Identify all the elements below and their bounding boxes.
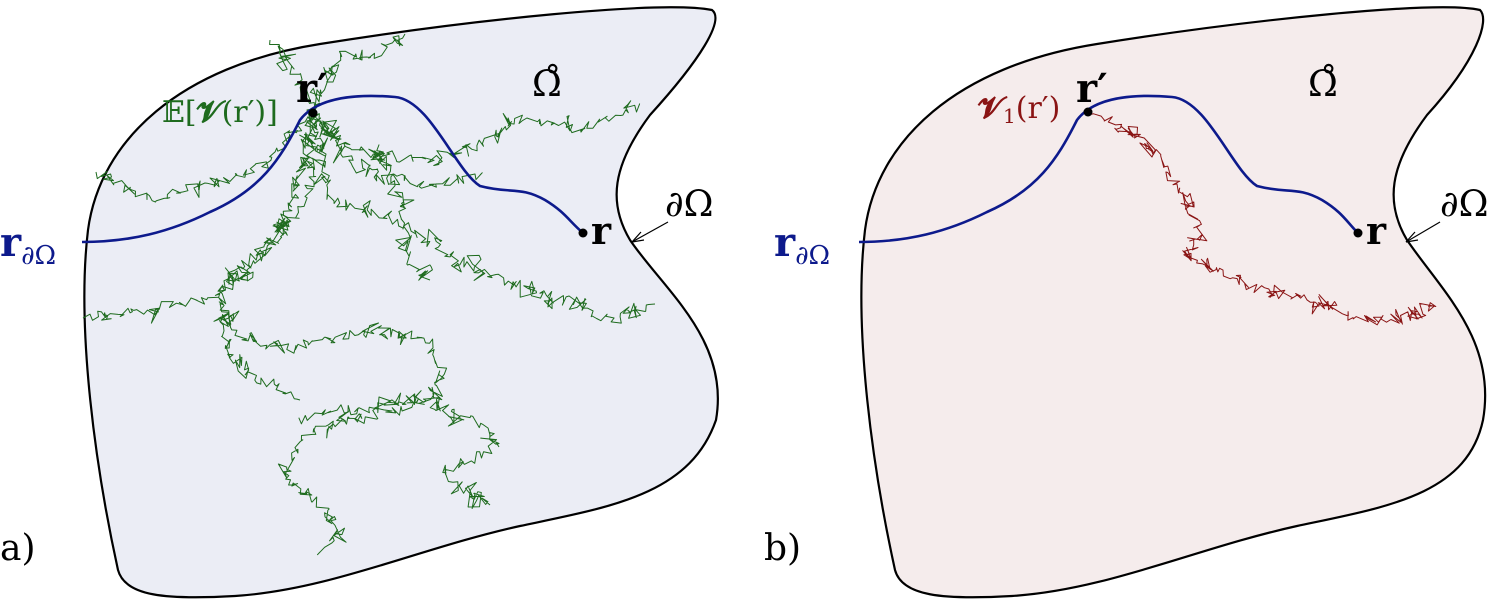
label-boundary-start: r∂Ω	[774, 219, 830, 271]
random-walks	[82, 33, 656, 556]
characteristic-path	[858, 94, 1358, 244]
label-estimate: 𝓥1(r′)	[977, 91, 1060, 128]
point-r	[578, 228, 588, 238]
label-r-prime: r′	[296, 65, 328, 112]
label-interior: Ω̊	[532, 64, 562, 105]
domain-region	[83, 6, 719, 599]
boundary-pointer	[1405, 221, 1441, 243]
random-walk-path	[310, 100, 641, 166]
label-boundary: ∂Ω	[665, 184, 713, 225]
boundary-pointer-head	[1405, 231, 1419, 243]
random-walk-path	[370, 144, 433, 281]
random-walk-path	[306, 109, 656, 324]
random-walk-path	[309, 33, 406, 113]
panel-b: r∂Ω r′ r Ω̊ ∂Ω 𝓥1(r′) b)	[764, 6, 1488, 599]
random-walk-path	[82, 113, 315, 324]
label-boundary-start: r∂Ω	[0, 219, 56, 271]
random-walk-path	[298, 390, 500, 509]
point-r	[1353, 228, 1363, 238]
random-walk	[1087, 109, 1437, 326]
random-walk-path	[217, 113, 448, 556]
characteristic-path	[81, 94, 583, 244]
label-r-prime: r′	[1076, 65, 1108, 112]
random-walk-path	[95, 108, 313, 203]
label-estimate: 𝔼[𝓥(r′)]	[162, 95, 278, 130]
boundary-pointer	[631, 221, 669, 243]
random-walk-path	[311, 113, 483, 189]
label-r: r	[1366, 208, 1387, 253]
point-r-prime	[308, 108, 318, 118]
random-walk-path	[213, 301, 301, 401]
random-walk-path	[1087, 109, 1437, 326]
point-r-prime	[1083, 107, 1093, 117]
panel-label-b: b)	[764, 528, 801, 569]
random-walk-path	[269, 39, 316, 117]
domain-region	[860, 6, 1487, 599]
label-r: r	[591, 208, 612, 253]
boundary-pointer-head	[631, 231, 645, 243]
label-interior: Ω̊	[1308, 64, 1338, 105]
label-boundary: ∂Ω	[1440, 184, 1488, 225]
panel-label-a: a)	[0, 528, 36, 569]
panel-a: r∂Ω r′ r Ω̊ ∂Ω 𝔼[𝓥(r′)] a)	[0, 6, 719, 599]
